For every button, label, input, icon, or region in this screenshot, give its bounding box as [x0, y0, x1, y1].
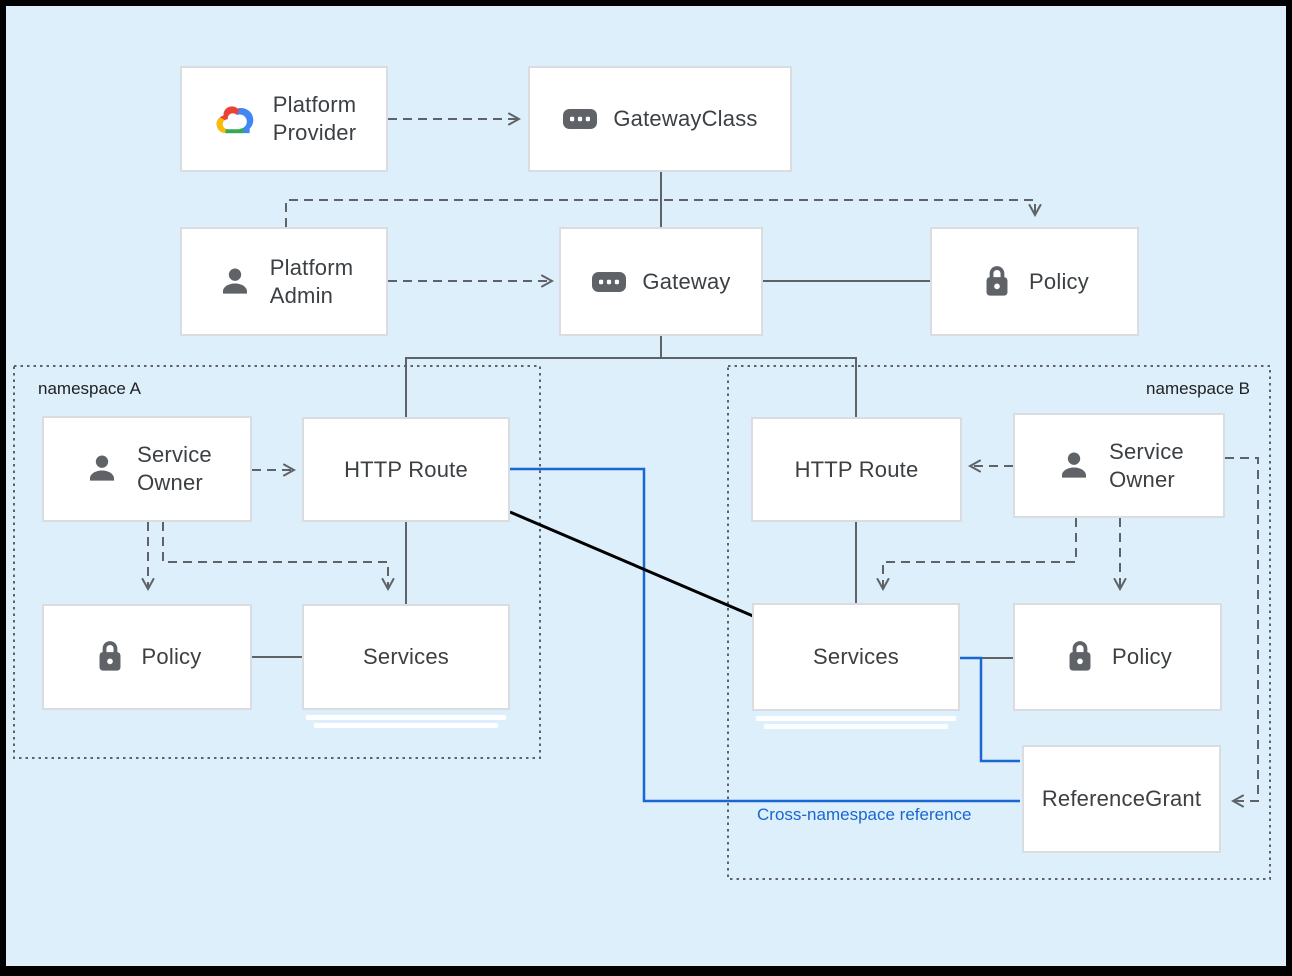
api-resource-icon — [562, 108, 598, 130]
cross-namespace-reference-label: Cross-namespace reference — [757, 805, 972, 824]
node-label: Services — [363, 644, 449, 669]
node-http-route-a: HTTP Route — [302, 417, 510, 522]
node-services-a: Services — [302, 604, 510, 710]
namespace-b-label: namespace B — [1146, 379, 1250, 398]
node-services-b: Services — [752, 603, 960, 711]
node-label: GatewayClass — [613, 106, 758, 131]
node-policy-b: Policy — [1013, 603, 1222, 711]
node-gateway-class: GatewayClass — [528, 66, 792, 172]
node-service-owner-a: Service Owner — [42, 416, 252, 522]
node-label: Platform Provider — [272, 92, 357, 145]
services-b-stack-line — [756, 716, 956, 721]
services-a-stack-line — [314, 723, 498, 728]
node-service-owner-b: Service Owner — [1013, 413, 1225, 518]
lock-icon — [980, 262, 1014, 302]
lock-icon — [93, 637, 127, 677]
node-label: HTTP Route — [794, 456, 919, 482]
lock-icon — [1063, 637, 1097, 677]
node-policy-top: Policy — [930, 227, 1139, 336]
node-reference-grant: ReferenceGrant — [1022, 745, 1221, 853]
node-label: ReferenceGrant — [1041, 786, 1202, 811]
node-label: Gateway — [642, 268, 731, 294]
node-label: HTTP Route — [344, 456, 468, 482]
node-label: Service Owner — [1109, 438, 1184, 492]
api-resource-icon — [591, 271, 627, 293]
node-label: Policy — [1112, 644, 1172, 669]
services-b-stack-line — [764, 724, 948, 729]
node-label: Policy — [141, 644, 202, 669]
node-gateway: Gateway — [559, 227, 763, 336]
google-cloud-icon — [212, 100, 258, 138]
node-platform-admin: Platform Admin — [180, 227, 388, 336]
person-icon — [215, 262, 255, 302]
node-label: Service Owner — [137, 442, 212, 495]
node-platform-provider: Platform Provider — [180, 66, 388, 172]
node-label: Policy — [1029, 268, 1089, 294]
person-icon — [82, 449, 122, 489]
node-label: Platform Admin — [269, 254, 354, 308]
node-label: Services — [813, 644, 899, 669]
person-icon — [1054, 446, 1094, 486]
node-http-route-b: HTTP Route — [751, 417, 962, 522]
namespace-a-label: namespace A — [38, 379, 142, 398]
node-policy-a: Policy — [42, 604, 252, 710]
services-a-stack-line — [306, 715, 506, 720]
